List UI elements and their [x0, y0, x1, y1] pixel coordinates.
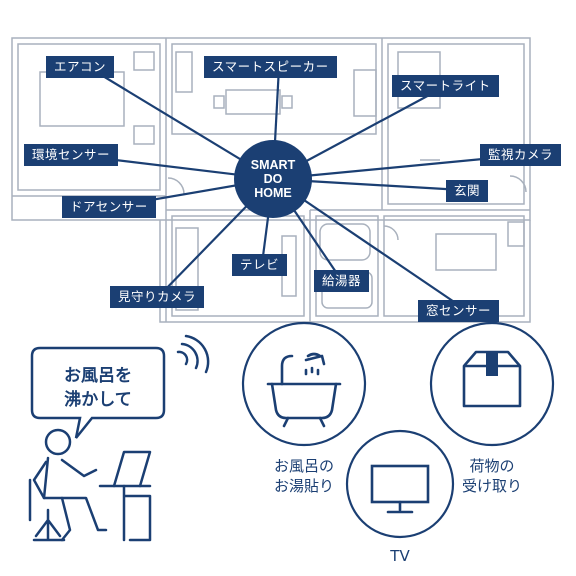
smart-do-home-hub: SMART DO HOME — [234, 140, 312, 218]
speech-bubble-text: お風呂を 沸かして — [40, 364, 156, 412]
device-label-env-sensor: 環境センサー — [24, 144, 119, 166]
feature-caption-bath-line-1: お風呂の — [273, 457, 334, 475]
hub-line-3: HOME — [254, 186, 292, 200]
speech-line-2: 沸かして — [64, 390, 132, 410]
device-label-security-camera: 監視カメラ — [480, 144, 562, 166]
device-label-door-sensor: ドアセンサー — [62, 196, 156, 218]
speech-line-1: お風呂を — [64, 366, 132, 386]
hub-line-2: DO — [263, 172, 283, 186]
device-label-window-sensor: 窓センサー — [418, 300, 500, 322]
floor-plan — [11, 37, 531, 323]
device-label-watch-camera: 見守りカメラ — [110, 286, 205, 308]
feature-caption-bath-line-2: お湯貼り — [273, 477, 334, 495]
device-label-aircon: エアコン — [46, 56, 115, 78]
wifi-signal-icon — [176, 334, 210, 374]
person-at-desk-icon — [28, 428, 152, 542]
tv-icon — [370, 464, 430, 514]
feature-caption-package: 荷物の 受け取り — [442, 456, 542, 496]
device-label-water-heater: 給湯器 — [314, 270, 370, 292]
device-label-entrance: 玄関 — [446, 180, 489, 202]
hub-line-1: SMART — [250, 158, 296, 172]
feature-circles — [241, 321, 555, 539]
device-label-smart-light: スマートライト — [392, 75, 499, 97]
feature-caption-tv-line-1: TV — [390, 547, 410, 565]
device-label-tv: テレビ — [232, 254, 288, 276]
feature-caption-tv: TV — [360, 546, 440, 566]
device-label-smart-speaker: スマートスピーカー — [204, 56, 337, 78]
package-icon — [462, 350, 522, 408]
speech-bubble — [30, 346, 166, 439]
feature-caption-bath: お風呂の お湯貼り — [254, 456, 354, 496]
feature-caption-package-line-2: 受け取り — [461, 477, 522, 495]
feature-caption-package-line-1: 荷物の — [469, 457, 515, 475]
bathtub-icon — [266, 352, 342, 428]
